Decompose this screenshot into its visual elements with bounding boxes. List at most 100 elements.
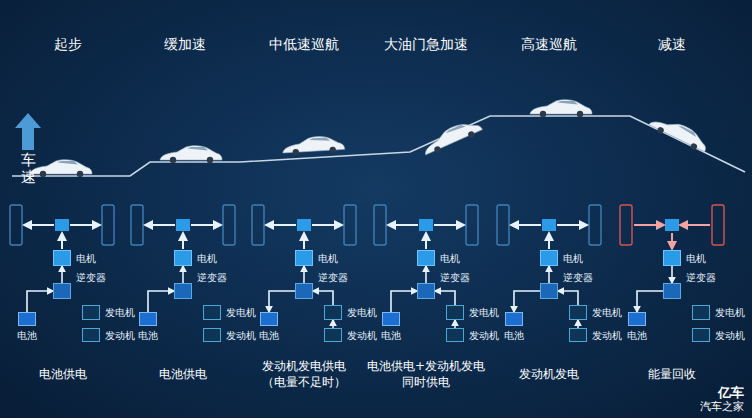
car-wheel bbox=[467, 130, 475, 138]
generator-box: 发电机 bbox=[203, 305, 221, 320]
part-label: 逆变器 bbox=[686, 272, 716, 284]
part-label: 电机 bbox=[318, 253, 338, 265]
car bbox=[647, 112, 710, 155]
road-profile bbox=[12, 116, 745, 176]
part-label: 电池 bbox=[504, 330, 524, 342]
motor-box: 电机 bbox=[540, 250, 558, 266]
stage-caption: 电池供电 bbox=[122, 366, 244, 382]
car-body bbox=[30, 160, 92, 174]
differential bbox=[176, 219, 190, 231]
axle-arrow bbox=[680, 224, 710, 226]
wheel bbox=[497, 205, 509, 245]
power-flow-arrow bbox=[454, 320, 456, 328]
differential bbox=[542, 219, 556, 231]
axle-arrow bbox=[388, 224, 418, 226]
axle-arrow bbox=[70, 224, 100, 226]
car-window bbox=[187, 147, 208, 151]
power-flow-arrow bbox=[269, 291, 295, 312]
part-label: 发电机 bbox=[105, 307, 135, 319]
part-label: 发动机 bbox=[592, 330, 622, 342]
car-wheel bbox=[540, 111, 546, 117]
engine-box: 发动机 bbox=[203, 328, 221, 342]
power-flow-arrow bbox=[558, 291, 578, 305]
stage-title: 大油门急加速 bbox=[361, 36, 491, 54]
part-label: 逆变器 bbox=[197, 272, 227, 284]
power-flow-arrow bbox=[548, 266, 550, 283]
car-wheel bbox=[77, 171, 83, 177]
power-flow-arrow bbox=[435, 291, 455, 305]
engine-box: 发动机 bbox=[569, 328, 587, 342]
power-flow-arrow bbox=[332, 320, 334, 328]
power-flow-arrow bbox=[61, 266, 63, 283]
shaft-arrow bbox=[182, 233, 184, 249]
axle-arrow bbox=[634, 224, 664, 226]
engine-box: 发动机 bbox=[692, 328, 710, 342]
wheel bbox=[344, 205, 356, 245]
car-wheel bbox=[170, 157, 176, 163]
wheel bbox=[252, 205, 264, 245]
axle-arrow bbox=[434, 224, 464, 226]
part-label: 电机 bbox=[563, 253, 583, 265]
engine-box: 发动机 bbox=[82, 328, 100, 342]
inverter-box: 逆变器 bbox=[53, 283, 71, 299]
part-label: 电机 bbox=[440, 253, 460, 265]
motor-box: 电机 bbox=[295, 250, 313, 266]
car-window bbox=[677, 125, 697, 137]
differential bbox=[55, 219, 69, 231]
power-flow-arrow bbox=[514, 291, 540, 312]
part-label: 电机 bbox=[197, 253, 217, 265]
part-label: 发电机 bbox=[226, 307, 256, 319]
inverter-box: 逆变器 bbox=[417, 283, 435, 299]
stage-title: 中低速巡航 bbox=[239, 36, 369, 54]
part-label: 发动机 bbox=[469, 330, 499, 342]
part-label: 逆变器 bbox=[318, 272, 348, 284]
car-wheel bbox=[433, 145, 441, 153]
part-label: 电池 bbox=[138, 330, 158, 342]
inverter-box: 逆变器 bbox=[295, 283, 313, 299]
shaft-arrow bbox=[303, 233, 305, 249]
part-label: 发电机 bbox=[715, 307, 745, 319]
generator-box: 发电机 bbox=[324, 305, 342, 320]
part-label: 发动机 bbox=[347, 330, 377, 342]
battery-box: 电池 bbox=[628, 312, 646, 326]
battery-box: 电池 bbox=[382, 312, 400, 326]
part-label: 发电机 bbox=[469, 307, 499, 319]
differential bbox=[665, 219, 679, 231]
wheel bbox=[712, 205, 724, 245]
part-label: 逆变器 bbox=[76, 272, 106, 284]
axle-arrow bbox=[557, 224, 587, 226]
watermark: 亿车 bbox=[718, 384, 744, 402]
car-window bbox=[57, 161, 78, 165]
power-flow-arrow bbox=[577, 320, 579, 328]
part-label: 电池 bbox=[17, 330, 37, 342]
stage-caption: 发动机发电 bbox=[488, 366, 610, 382]
watermark: 汽车之家 bbox=[700, 399, 744, 414]
car-wheel bbox=[656, 126, 665, 135]
motor-box: 电机 bbox=[663, 250, 681, 266]
axle-arrow bbox=[266, 224, 296, 226]
wheel bbox=[10, 205, 22, 245]
power-flow-arrow bbox=[313, 291, 333, 305]
generator-box: 发电机 bbox=[82, 305, 100, 320]
battery-box: 电池 bbox=[18, 312, 36, 326]
axis-label: 车速 bbox=[21, 152, 36, 185]
power-flow-arrow bbox=[637, 291, 663, 312]
axle-arrow bbox=[191, 224, 221, 226]
speed-arrow bbox=[15, 113, 41, 150]
part-label: 电池 bbox=[381, 330, 401, 342]
wheel bbox=[131, 205, 143, 245]
part-label: 发电机 bbox=[347, 307, 377, 319]
part-label: 逆变器 bbox=[563, 272, 593, 284]
wheel bbox=[102, 205, 114, 245]
generator-box: 发电机 bbox=[692, 305, 710, 320]
stage-title: 缓加速 bbox=[120, 36, 250, 54]
car bbox=[420, 116, 484, 157]
differential bbox=[297, 219, 311, 231]
part-label: 发动机 bbox=[226, 330, 256, 342]
motor-box: 电机 bbox=[53, 250, 71, 266]
power-flow-arrow bbox=[425, 266, 427, 283]
part-label: 发电机 bbox=[592, 307, 622, 319]
car-wheel bbox=[40, 171, 46, 177]
part-label: 发动机 bbox=[105, 330, 135, 342]
